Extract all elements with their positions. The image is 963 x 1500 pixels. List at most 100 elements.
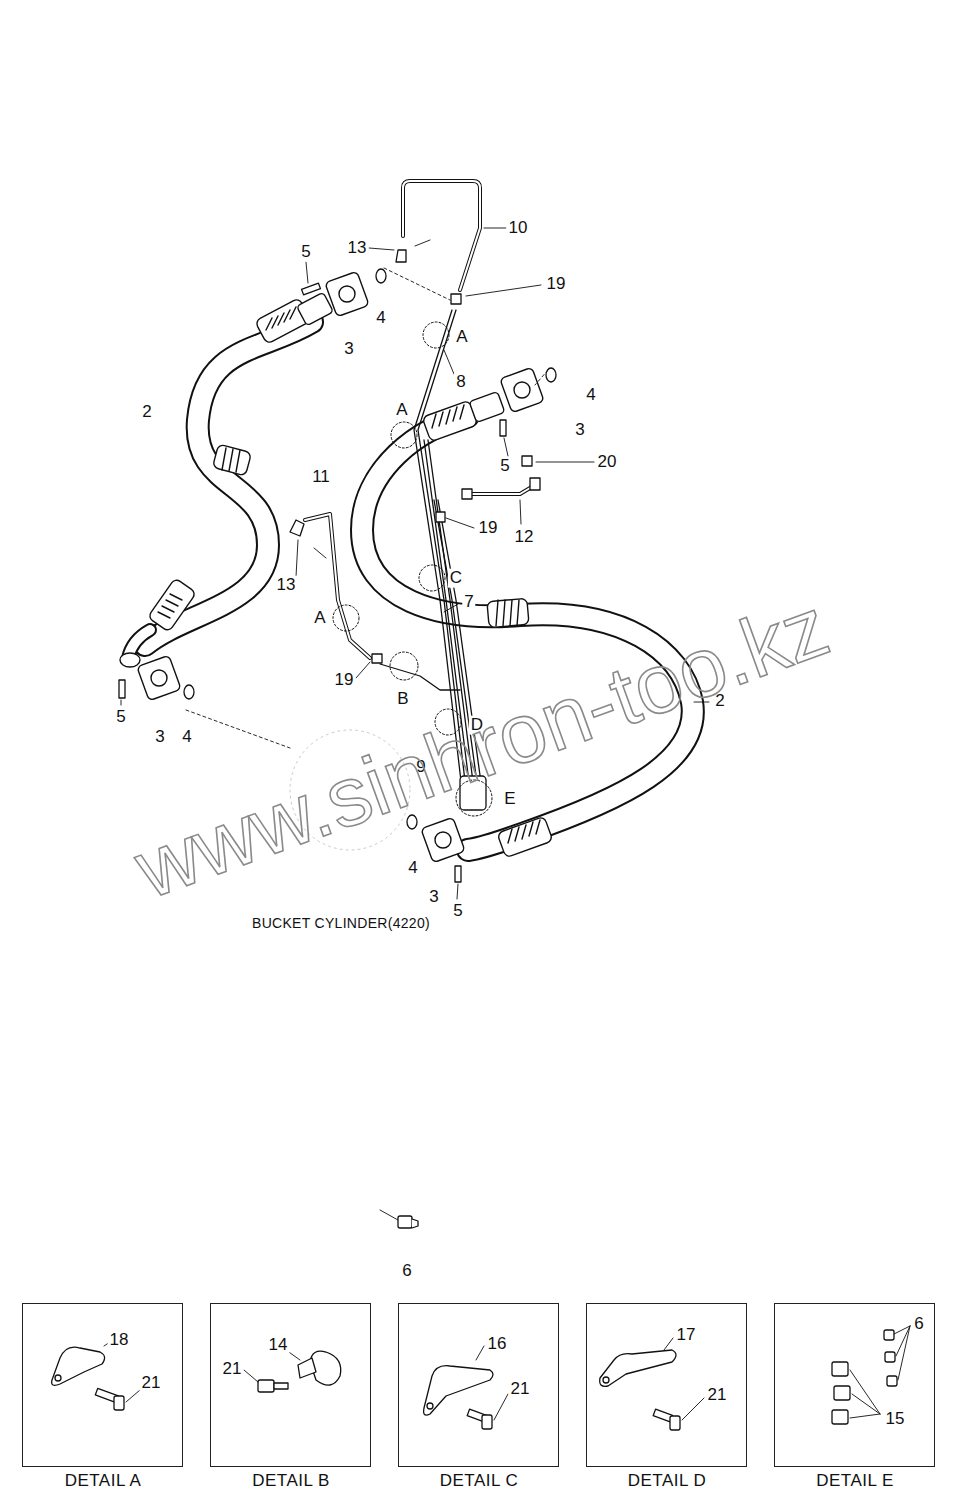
- callout-number: 3: [342, 340, 355, 359]
- illustration-line: [887, 1376, 897, 1386]
- illustration-line: [600, 1350, 676, 1386]
- illustration-line: [424, 1366, 493, 1415]
- illustration-line: [114, 1396, 124, 1410]
- callout-number: 4: [374, 309, 387, 328]
- illustration-line: [500, 420, 506, 436]
- illustration-line: [468, 485, 535, 494]
- illustration-line: [412, 1219, 418, 1228]
- callout-number: 19: [333, 671, 356, 690]
- illustration-line: [415, 240, 430, 246]
- callout-number: 4: [584, 386, 597, 405]
- illustration-line: [137, 655, 181, 700]
- illustration-line: [682, 1398, 704, 1420]
- illustration-line: [670, 1416, 680, 1430]
- illustration-line: [421, 817, 465, 862]
- detail-letter: C: [448, 569, 464, 588]
- callout-number: 5: [299, 243, 312, 262]
- detail-title: DETAIL A: [63, 1472, 144, 1491]
- illustration-line: [427, 1403, 433, 1409]
- illustration-line: [305, 514, 370, 658]
- detail-letter: A: [312, 609, 327, 628]
- illustration-line: [333, 605, 359, 631]
- illustration-line: [296, 540, 298, 577]
- callout-number: 8: [454, 373, 467, 392]
- detail-box: DETAIL B1421: [210, 1303, 371, 1467]
- illustration-line: [398, 1216, 412, 1228]
- illustration-line: [274, 1383, 288, 1389]
- callout-number: 6: [912, 1315, 925, 1334]
- illustration-line: [222, 448, 240, 472]
- illustration-line: [104, 1326, 910, 1420]
- illustration-line: [834, 1386, 850, 1400]
- illustration-line: [298, 1358, 316, 1378]
- callout-number: 3: [573, 421, 586, 440]
- callout-number: 11: [310, 468, 332, 487]
- illustration-line: [126, 1390, 140, 1402]
- illustration-line: [380, 664, 460, 690]
- detail-letter: A: [394, 401, 409, 420]
- callout-number: 15: [884, 1410, 907, 1429]
- illustration-line: [244, 1370, 258, 1382]
- illustration-line: [151, 670, 167, 686]
- callout-number: 21: [221, 1360, 244, 1379]
- callout-number: 5: [451, 902, 464, 921]
- illustration-line: [148, 578, 197, 632]
- callout-number: 20: [596, 453, 619, 472]
- illustration-line: [302, 283, 321, 295]
- illustration-line: [832, 1362, 848, 1376]
- illustration-line: [52, 1347, 105, 1385]
- illustration-line: [384, 268, 450, 300]
- illustration-line: [496, 600, 519, 626]
- callout-number: 14: [267, 1336, 290, 1355]
- detail-title: DETAIL D: [626, 1472, 709, 1491]
- illustration-line: [297, 292, 334, 326]
- callout-number: 18: [108, 1331, 131, 1350]
- callout-number: 21: [706, 1386, 729, 1405]
- illustration-line: [446, 518, 474, 528]
- illustration-line: [258, 1380, 274, 1392]
- detail-letter: A: [454, 328, 469, 347]
- illustration-line: [186, 710, 290, 748]
- illustration-line: [55, 1375, 61, 1381]
- illustration-line: [391, 422, 417, 448]
- illustration-line: [396, 250, 406, 262]
- illustration-line: [419, 565, 445, 591]
- callout-number: 4: [180, 728, 193, 747]
- illustration-line: [497, 816, 553, 858]
- illustration-line: [476, 1346, 484, 1360]
- illustration-line: [832, 1410, 848, 1424]
- illustration-line: [530, 478, 540, 490]
- detail-box: DETAIL C1621: [398, 1303, 559, 1467]
- illustration-line: [212, 444, 251, 476]
- illustration-line: [290, 520, 304, 536]
- illustration-line: [266, 307, 296, 330]
- illustration-line: [536, 462, 594, 463]
- illustration-line: [451, 294, 461, 304]
- illustration-line: [500, 367, 544, 412]
- illustration-line: [306, 262, 308, 283]
- detail-title: DETAIL B: [250, 1472, 332, 1491]
- callout-number: 19: [477, 519, 500, 538]
- illustration-line: [884, 1330, 894, 1340]
- illustration-line: [535, 370, 548, 385]
- illustration-line: [487, 598, 529, 627]
- illustration-line: [158, 594, 182, 618]
- illustration-line: [603, 1377, 609, 1383]
- detail-letter: E: [502, 790, 517, 809]
- illustration-line: [466, 285, 541, 296]
- illustration-line: [432, 405, 464, 428]
- callout-number: 21: [509, 1380, 532, 1399]
- illustration-line: [664, 1338, 673, 1350]
- callout-number: 17: [675, 1326, 698, 1345]
- callout-number: 16: [486, 1335, 509, 1354]
- illustration-line: [372, 456, 532, 663]
- illustration-line: [184, 685, 194, 699]
- detail-title: DETAIL C: [438, 1472, 521, 1491]
- callout-number: 12: [513, 528, 536, 547]
- illustration-line: [390, 652, 418, 680]
- illustration-line: [436, 512, 445, 522]
- illustration-line: [380, 1210, 398, 1220]
- illustration-line: [422, 400, 478, 442]
- illustration-line: [398, 1216, 418, 1228]
- illustration-line: [850, 1370, 880, 1418]
